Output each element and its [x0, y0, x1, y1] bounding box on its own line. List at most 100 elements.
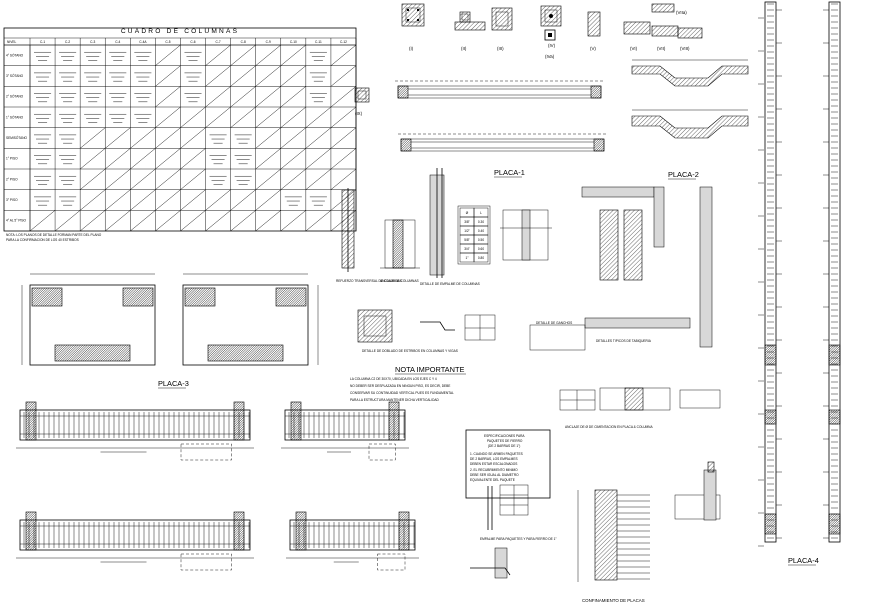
- placa-2-title: PLACA-2: [668, 170, 699, 179]
- mark-viiia: (VIIa): [676, 10, 687, 15]
- column-header: C-7: [216, 40, 221, 44]
- mark-ii: (II): [461, 46, 467, 51]
- level-label: 1° SÓTANO: [6, 114, 24, 119]
- tabiqueria-label: DETALLES TIPICOS DE TABIQUERIA: [596, 339, 652, 343]
- schedule-title: CUADRO DE COLUMNAS: [121, 28, 239, 35]
- level-label: 2° PISO: [6, 177, 18, 181]
- wall-elevation: [16, 511, 254, 571]
- column-header: C-1: [40, 40, 45, 44]
- column-header: C-5: [165, 40, 170, 44]
- confinamiento-placas: CONFINAMIENTO DE PLACAS: [577, 461, 721, 603]
- level-label: 3° SÓTANO: [6, 73, 24, 78]
- mark-vii: (VII): [657, 46, 666, 51]
- column-header: C-8: [241, 40, 246, 44]
- column-header: C-4A: [139, 40, 147, 44]
- section-iii: (III): [491, 7, 513, 51]
- empalme-label: DETALLE DE EMPALME DE COLUMNAS: [420, 282, 480, 286]
- empalme-paquetes-label: EMPALME PARA PAQUETES Y PARA FIERRO DE 1…: [480, 537, 557, 541]
- wall-elevation: [281, 401, 409, 461]
- paquetes-line-2: DE 2 BARRAS, LOS EMPALMES: [470, 457, 518, 461]
- paquetes-line-4: 2. EL RECUBRIMIENTO MINIMO: [470, 468, 518, 472]
- note-line-4: PARA LA ESTRUCTURA MANTENER DICHA VERTIC…: [350, 398, 439, 402]
- bar-table-cell: 0.60: [478, 247, 484, 251]
- column-section-marks: (I) (II) (III) (IV) (IVa) (V): [354, 3, 703, 116]
- paquetes-title-1: ESPECIFICACIONES PARA: [484, 434, 525, 438]
- anclaje-label: ANCLAJE DE COLUMNAS: [380, 279, 419, 283]
- column-header: C-10: [290, 40, 297, 44]
- section-i: (I): [401, 3, 425, 51]
- level-label: 3° PISO: [6, 198, 18, 202]
- wall-elevation: [16, 401, 254, 461]
- mark-iva: (IVa): [545, 54, 555, 59]
- paquetes-line-3: DEBEN ESTAR ESCALONADOS: [470, 462, 517, 466]
- mark-ix: (IX): [355, 111, 363, 116]
- placa-2: PLACA-2: [631, 59, 749, 180]
- wall-elevation: [286, 511, 419, 571]
- section-ix: (IX): [354, 87, 370, 116]
- level-label: 4° AL 5° PISO: [6, 219, 26, 223]
- paquetes-spec: ESPECIFICACIONES PARA PAQUETES DE FIERRO…: [465, 429, 557, 541]
- section-vi: (VI): [623, 21, 651, 51]
- placa-4: PLACA-4: [758, 1, 841, 566]
- bar-table-header: L: [480, 211, 482, 215]
- bar-table-cell: 3/8": [464, 220, 470, 224]
- column-header: C-9: [266, 40, 271, 44]
- important-note: NOTA IMPORTANTE LA COLUMNA C2 DE 30X70, …: [350, 365, 466, 402]
- paquetes-line-5: DEBE SER IGUAL AL DIAMETRO: [470, 473, 519, 477]
- column-header: C-12: [340, 40, 347, 44]
- level-header: NIVEL: [7, 40, 16, 44]
- level-label: 1° PISO: [6, 157, 18, 161]
- bar-table-cell: 0.80: [478, 256, 484, 260]
- bar-table-cell: 1/2": [464, 229, 470, 233]
- level-label: SEMISÓTANO: [6, 135, 28, 140]
- mark-i: (I): [409, 46, 414, 51]
- column-header: C-11: [315, 40, 322, 44]
- note-line-2: NO DEBER SER DESPLAZADA EN NINGUN PISO, …: [350, 384, 450, 388]
- bar-table-cell: 0.30: [478, 220, 484, 224]
- schedule-note-1: NOTA: LOS PLANOS DE DETALLE FORMAN PARTE…: [6, 233, 102, 237]
- section-v: (V): [587, 11, 601, 51]
- paquetes-subtitle: (DE 2 BARRAS DE 1"): [488, 444, 520, 448]
- note-title: NOTA IMPORTANTE: [395, 365, 464, 374]
- confinamiento-label: CONFINAMIENTO DE PLACAS: [582, 598, 645, 603]
- bar-table-cell: 0.40: [478, 229, 484, 233]
- anclaje-placa: ANCLAJE DE Ø DE CIMENTACION EN PLACA & C…: [559, 387, 721, 429]
- bar-table-header: Ø: [466, 211, 469, 215]
- paquetes-title-2: PAQUETES DE FIERRO: [487, 439, 523, 443]
- level-label: 2° SÓTANO: [6, 94, 24, 99]
- placa-3: PLACA-3: [21, 273, 319, 389]
- anclaje-placa-label: ANCLAJE DE Ø DE CIMENTACION EN PLACA & C…: [565, 425, 653, 429]
- placa-3-title: PLACA-3: [158, 379, 189, 388]
- column-reinforcement-details: REFUERZO TRANSVERSAL DE COLUMNAS ANCLAJE…: [336, 168, 552, 286]
- ganchos-label: DETALLE DE GANCHOS: [536, 321, 572, 325]
- stirrup-hook-details: DETALLE DE DOBLADO DE ESTRIBOS EN COLUMN…: [357, 309, 586, 353]
- section-viii: (VIII): [677, 27, 703, 51]
- note-line-1: LA COLUMNA C2 DE 30X70, UBICADA EN LOS E…: [350, 377, 437, 381]
- mark-v: (V): [590, 46, 596, 51]
- paquetes-line-1: 1. CUANDO SE ARMEN PAQUETES: [470, 452, 523, 456]
- paquetes-line-6: EQUIVALENTE DEL PAQUETE: [470, 478, 515, 482]
- placa-1: PLACA-1: [395, 80, 607, 178]
- section-vii: (VII): [651, 25, 679, 51]
- column-header: C-6: [190, 40, 195, 44]
- placa-4-title: PLACA-4: [788, 556, 819, 565]
- doblado-label: DETALLE DE DOBLADO DE ESTRIBOS EN COLUMN…: [362, 349, 458, 353]
- placa-1-title: PLACA-1: [494, 168, 525, 177]
- section-ii: (II): [454, 11, 486, 51]
- section-viiia: (VIIa): [651, 3, 687, 15]
- section-iv: (IV) (IVa): [540, 5, 562, 59]
- column-header: C-3: [90, 40, 95, 44]
- bar-table-cell: 3/4": [464, 247, 470, 251]
- schedule-note-2: PARA LA CONFIRMACION DE LOS 40 ESTRIBOS: [6, 238, 79, 242]
- column-header: C-4: [115, 40, 120, 44]
- mark-iii: (III): [497, 46, 504, 51]
- bar-table-cell: 1": [466, 256, 469, 260]
- mark-viii: (VIII): [680, 46, 690, 51]
- tabiqueria-details: DETALLES TIPICOS DE TABIQUERIA: [581, 186, 713, 348]
- note-line-3: CONSERVAR SU CONTINUIDAD VERTICAL PUES E…: [350, 391, 454, 395]
- bottom-stirrup-detail: [470, 547, 511, 579]
- refuerzo-label: REFUERZO TRANSVERSAL DE COLUMNAS: [336, 279, 402, 283]
